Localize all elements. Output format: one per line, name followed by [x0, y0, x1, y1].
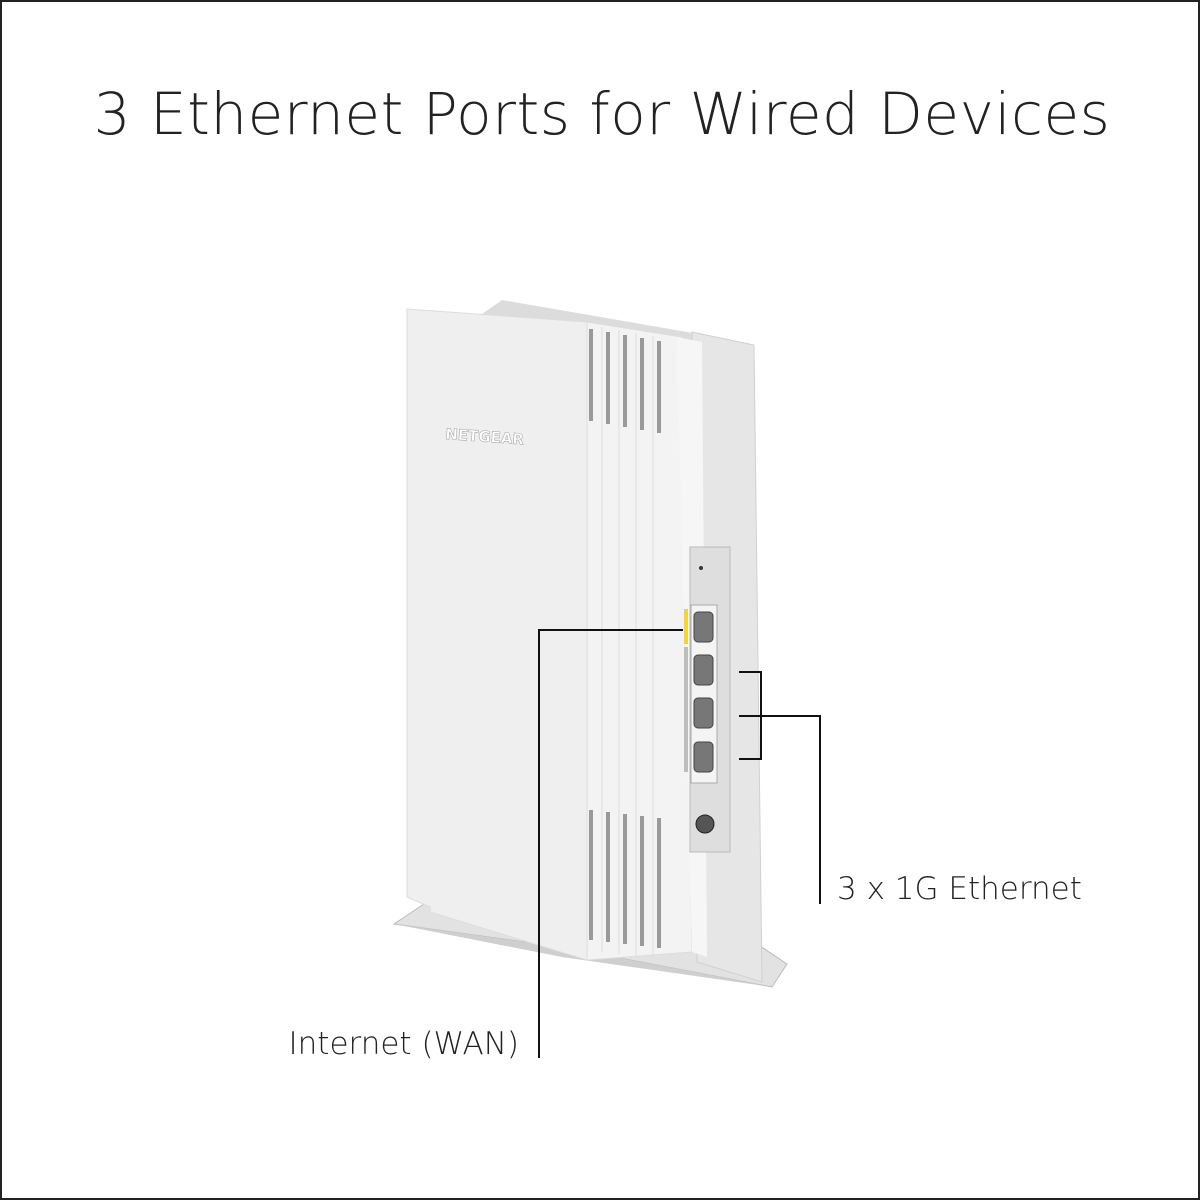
ethernet-port-1	[693, 654, 714, 686]
port-panel	[684, 546, 731, 853]
ethernet-port-2	[693, 697, 714, 729]
front-panel	[406, 308, 588, 961]
reset-button	[699, 566, 703, 570]
vent-ribs	[586, 321, 693, 961]
wan-callout-label: Internet (WAN)	[288, 1026, 520, 1062]
wan-indicator	[684, 609, 688, 644]
ethernet-port-wan	[693, 611, 714, 643]
ethernet-port-3	[693, 741, 714, 773]
lan-callout-label: 3 x 1G Ethernet	[837, 871, 1082, 907]
headline: 3 Ethernet Ports for Wired Devices	[93, 80, 1111, 148]
callout-lines	[538, 629, 821, 1058]
power-jack	[695, 814, 715, 834]
